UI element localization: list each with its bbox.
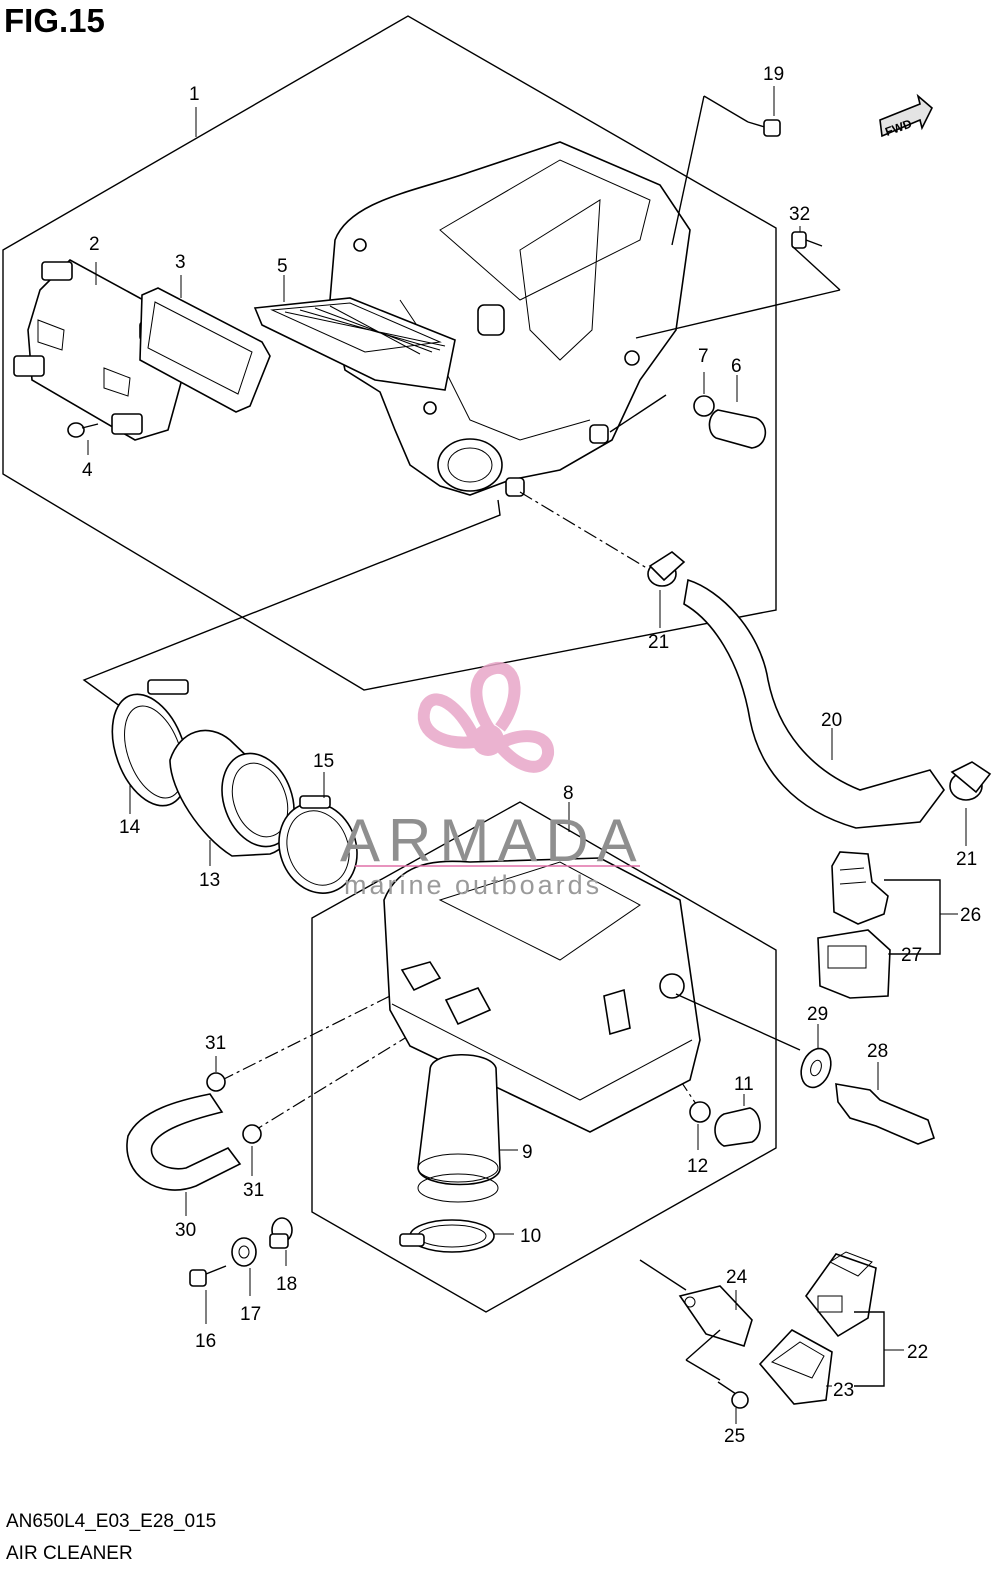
watermark-tagline: marine outboards	[344, 870, 603, 900]
callout-17: 17	[240, 1304, 261, 1325]
callout-18: 18	[276, 1274, 297, 1295]
callout-1: 1	[189, 84, 200, 105]
part-20-hose	[683, 578, 945, 829]
part-27-boot	[817, 929, 898, 999]
callout-13: 13	[199, 870, 220, 891]
part-31-clip-lower	[242, 1124, 262, 1176]
guide-line	[609, 394, 667, 433]
part-5-filter-element	[253, 275, 456, 391]
callout-7: 7	[698, 346, 709, 367]
part-6-plug	[708, 375, 767, 449]
callout-8: 8	[563, 783, 574, 804]
callout-6: 6	[731, 356, 742, 377]
connection-line	[251, 1007, 455, 1133]
part-15-clamp	[278, 772, 358, 894]
callout-26: 26	[960, 905, 981, 926]
callout-29: 29	[807, 1004, 828, 1025]
fwd-direction-badge: FWD	[879, 93, 933, 139]
figure-title: FIG.15	[4, 2, 105, 39]
lower-assembly-frame	[311, 801, 777, 1313]
callout-10: 10	[520, 1226, 541, 1247]
callout-labels: 1 2 3 4 5 6 7 8 9 10 11 12 13 14 15 16 1…	[82, 64, 981, 1447]
part-28-sensor	[835, 1062, 936, 1145]
callout-9: 9	[522, 1142, 533, 1163]
part-14-clamp	[111, 679, 189, 814]
part-25-screw	[717, 1381, 749, 1424]
callout-24: 24	[726, 1267, 748, 1288]
callout-31-lower: 31	[243, 1180, 264, 1201]
figure-code: AN650L4_E03_E28_015	[6, 1511, 217, 1532]
callout-20: 20	[821, 710, 842, 731]
part-17-grommet	[231, 1237, 257, 1296]
part-23-boot	[758, 1329, 833, 1405]
callout-4: 4	[82, 460, 93, 481]
part-26-connector	[831, 851, 958, 955]
callout-5: 5	[277, 256, 288, 277]
callout-22: 22	[907, 1342, 928, 1363]
callout-30: 30	[175, 1220, 196, 1241]
part-31-clip-upper	[206, 1056, 226, 1092]
callout-25: 25	[724, 1426, 745, 1447]
part-7-clip	[693, 372, 715, 417]
part-22-connector	[804, 1251, 904, 1387]
part-13-duct	[169, 729, 295, 866]
callout-21-upper: 21	[648, 632, 669, 653]
part-21-clamp-upper	[647, 551, 686, 628]
part-12-clip	[689, 1101, 711, 1150]
callout-31-upper: 31	[205, 1033, 226, 1054]
propeller-logo-icon	[417, 662, 554, 773]
callout-23: 23	[833, 1380, 854, 1401]
part-30-hose	[126, 1093, 242, 1216]
callout-32: 32	[789, 204, 810, 225]
part-21-clamp-lower	[949, 761, 992, 846]
part-24-bracket	[639, 1259, 753, 1381]
callout-15: 15	[313, 751, 334, 772]
part-9-tube	[417, 1053, 518, 1203]
connection-line	[221, 984, 413, 1081]
callout-12: 12	[687, 1156, 708, 1177]
callout-19: 19	[763, 64, 784, 85]
callout-2: 2	[89, 234, 100, 255]
part-29-washer	[675, 993, 832, 1089]
part-18-collar	[269, 1217, 293, 1266]
guide-line	[82, 499, 501, 713]
part-16-bolt	[189, 1265, 227, 1324]
callout-21-lower: 21	[956, 849, 977, 870]
part-4-screw	[67, 422, 99, 455]
watermark-name: ARMADA	[340, 807, 645, 874]
part-32-bolt	[635, 226, 841, 339]
part-10-clamp	[399, 1219, 514, 1253]
upper-assembly-frame	[2, 15, 777, 691]
part-3-gasket	[139, 275, 271, 413]
callout-3: 3	[175, 252, 186, 273]
air-cleaner-case-upper	[329, 141, 691, 497]
callout-11: 11	[734, 1074, 754, 1095]
callout-27: 27	[901, 945, 922, 966]
figure-caption: AIR CLEANER	[6, 1543, 133, 1564]
callout-16: 16	[195, 1331, 216, 1352]
connection-line	[519, 491, 651, 571]
part-11-plug	[714, 1094, 761, 1147]
part-19-bolt	[671, 86, 781, 246]
callout-28: 28	[867, 1041, 888, 1062]
callout-14: 14	[119, 817, 141, 838]
